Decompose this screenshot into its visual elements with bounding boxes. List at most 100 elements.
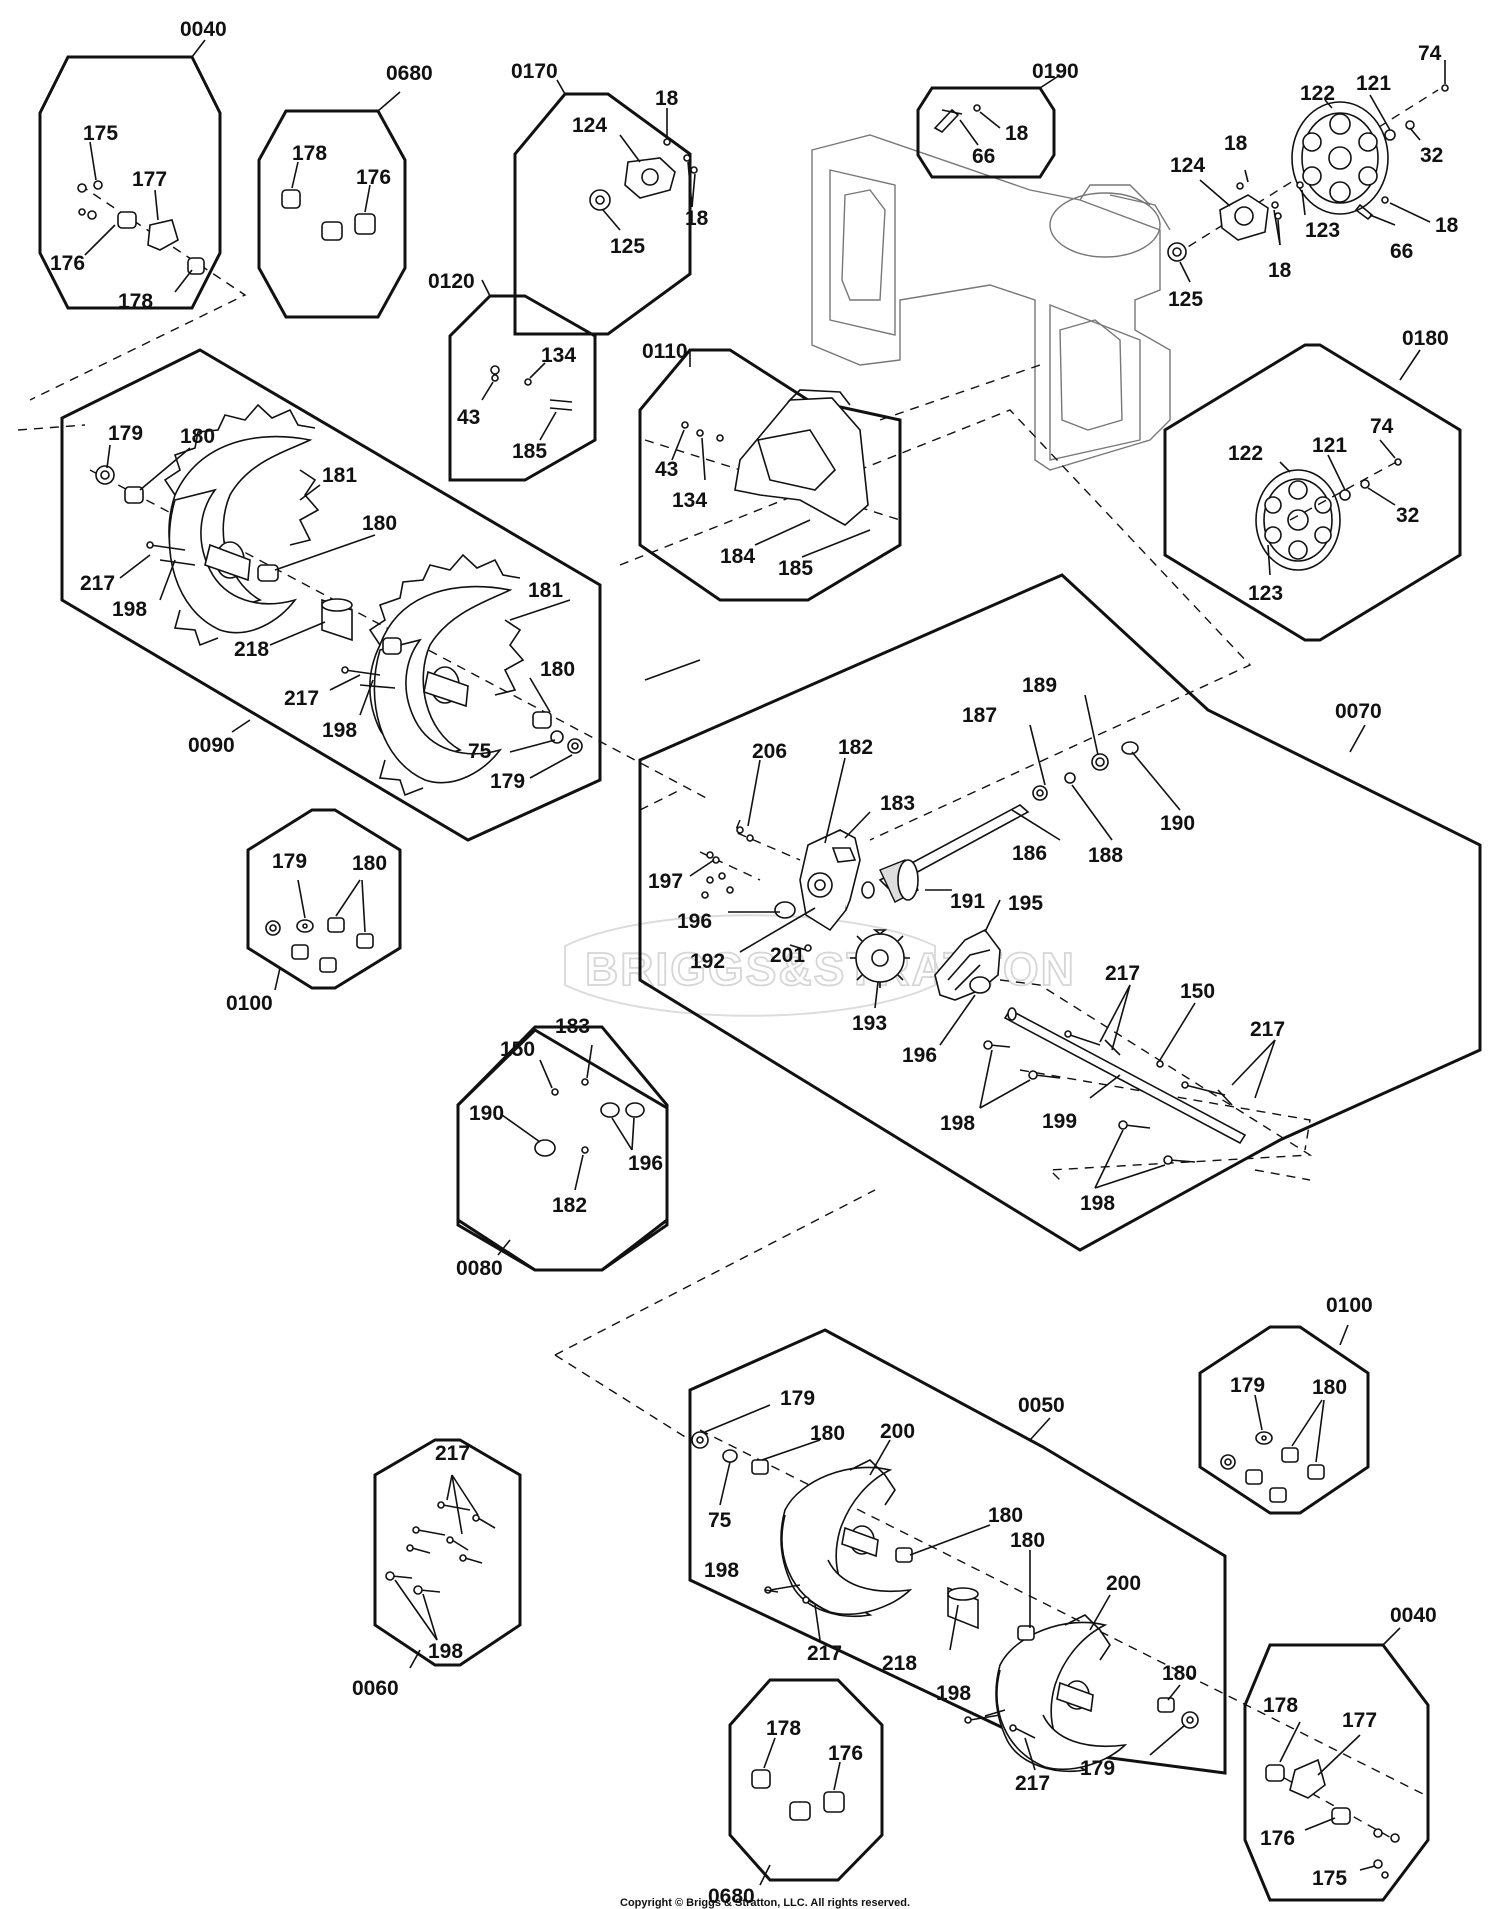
label-183: 183 <box>880 792 915 815</box>
group-label-0170: 0170 <box>511 60 558 83</box>
label-180: 180 <box>810 1422 845 1445</box>
label-180: 180 <box>180 425 215 448</box>
label-198: 198 <box>704 1559 739 1582</box>
label-18: 18 <box>1224 132 1248 155</box>
label-181: 181 <box>528 579 563 602</box>
label-188: 188 <box>1088 844 1123 867</box>
label-124: 124 <box>1170 154 1205 177</box>
label-196: 196 <box>628 1152 663 1175</box>
label-121: 121 <box>1312 434 1347 457</box>
label-217: 217 <box>284 687 319 710</box>
label-178: 178 <box>1263 1694 1298 1717</box>
label-184: 184 <box>720 545 755 568</box>
group-label-0680: 0680 <box>386 62 433 85</box>
label-179: 179 <box>1230 1374 1265 1397</box>
group-0100-right: 0100 179 180 <box>1198 1294 1373 1515</box>
label-178: 178 <box>766 1717 801 1740</box>
label-200: 200 <box>880 1420 915 1443</box>
group-0060: 0060 217 198 <box>352 1438 522 1700</box>
label-180: 180 <box>540 658 575 681</box>
label-190: 190 <box>469 1102 504 1125</box>
label-198: 198 <box>322 719 357 742</box>
label-201: 201 <box>770 944 805 967</box>
label-191: 191 <box>950 890 985 913</box>
group-label-0070: 0070 <box>1335 700 1382 723</box>
label-178: 178 <box>118 290 153 313</box>
label-75: 75 <box>468 740 492 763</box>
group-label-0040: 0040 <box>1390 1604 1437 1627</box>
group-0080: 0080 150 183 190 196 182 <box>456 1015 669 1280</box>
label-185: 185 <box>778 557 813 580</box>
label-18: 18 <box>655 87 679 110</box>
label-121: 121 <box>1356 72 1391 95</box>
label-185: 185 <box>512 440 547 463</box>
label-176: 176 <box>50 252 85 275</box>
label-175: 175 <box>83 122 118 145</box>
group-0050: 0050 <box>554 1189 1426 1796</box>
auger-housing <box>811 134 1171 471</box>
group-0120: 0120 134 43 185 <box>428 270 597 482</box>
label-186: 186 <box>1012 842 1047 865</box>
label-180: 180 <box>1010 1529 1045 1552</box>
label-190: 190 <box>1160 812 1195 835</box>
label-122: 122 <box>1300 82 1335 105</box>
copyright-notice: Copyright © Briggs & Stratton, LLC. All … <box>620 1897 910 1909</box>
label-187: 187 <box>962 704 997 727</box>
label-206: 206 <box>752 740 787 763</box>
group-0170: 0170 18 124 18 125 <box>511 60 709 336</box>
label-134: 134 <box>541 344 576 367</box>
label-199: 199 <box>1042 1110 1077 1133</box>
group-label-0100: 0100 <box>1326 1294 1373 1317</box>
label-134: 134 <box>672 489 707 512</box>
label-200: 200 <box>1106 1572 1141 1595</box>
label-180: 180 <box>1162 1662 1197 1685</box>
label-198: 198 <box>428 1640 463 1663</box>
label-198: 198 <box>936 1682 971 1705</box>
label-217: 217 <box>807 1642 842 1665</box>
label-218: 218 <box>234 638 269 661</box>
label-192: 192 <box>690 950 725 973</box>
label-217: 217 <box>1015 1772 1050 1795</box>
label-18: 18 <box>1268 259 1292 282</box>
label-66: 66 <box>972 145 995 168</box>
label-123: 123 <box>1248 582 1283 605</box>
label-32: 32 <box>1420 144 1443 167</box>
label-125: 125 <box>610 235 645 258</box>
group-0090: 0090 <box>17 348 711 842</box>
label-195: 195 <box>1008 892 1043 915</box>
label-182: 182 <box>552 1194 587 1217</box>
label-43: 43 <box>655 458 678 481</box>
label-177: 177 <box>132 168 167 191</box>
group-label-0100: 0100 <box>226 992 273 1015</box>
auger-impeller-3 <box>780 1459 913 1617</box>
group-label-0050: 0050 <box>1018 1394 1065 1417</box>
group-label-0090: 0090 <box>188 734 235 757</box>
label-43: 43 <box>457 406 480 429</box>
label-189: 189 <box>1022 674 1057 697</box>
label-183: 183 <box>555 1015 590 1038</box>
label-18: 18 <box>1005 122 1029 145</box>
label-74: 74 <box>1370 415 1394 438</box>
label-18: 18 <box>1435 214 1459 237</box>
label-176: 176 <box>356 166 391 189</box>
group-0680-bottom: 0680 178 176 <box>708 1678 884 1908</box>
auger-impeller-1 <box>163 403 320 647</box>
label-198: 198 <box>1080 1192 1115 1215</box>
label-122: 122 <box>1228 442 1263 465</box>
label-123: 123 <box>1305 219 1340 242</box>
label-180: 180 <box>352 852 387 875</box>
pulley-assembly-top: 74 122 121 32 18 124 18 123 66 18 125 <box>1167 42 1459 311</box>
group-0040-bottom: 0040 178 177 176 175 <box>1243 1604 1437 1902</box>
group-label-0680: 0680 <box>708 1885 755 1908</box>
label-125: 125 <box>1168 288 1203 311</box>
label-177: 177 <box>1342 1709 1377 1732</box>
auger-impeller-2 <box>368 553 525 797</box>
group-0070: 0070 <box>638 573 1482 1252</box>
group-label-0110: 0110 <box>642 340 688 363</box>
label-198: 198 <box>940 1112 975 1135</box>
label-176: 176 <box>1260 1827 1295 1850</box>
label-175: 175 <box>1312 1867 1347 1890</box>
group-0100-left: 0100 179 180 <box>226 808 402 1015</box>
label-75: 75 <box>708 1509 732 1532</box>
group-0180: 0180 74 122 121 32 123 <box>1163 327 1462 642</box>
